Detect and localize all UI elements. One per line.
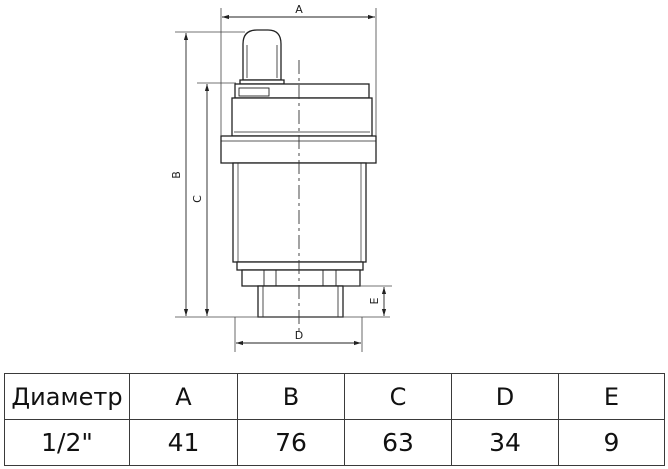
hex-nut — [241, 269, 361, 287]
dimension-b-label: B — [170, 171, 183, 179]
header-a: A — [129, 373, 238, 420]
bottom-ring — [236, 261, 364, 271]
cell-c: 63 — [344, 419, 452, 466]
table-row: 1/2" 41 76 63 34 9 — [4, 419, 665, 466]
cell-e: 9 — [558, 419, 665, 466]
header-e: E — [558, 373, 665, 420]
cell-a: 41 — [129, 419, 238, 466]
valve-cap — [242, 29, 282, 81]
table-header-row: Диаметр A B C D E — [4, 373, 665, 420]
header-d: D — [451, 373, 559, 420]
valve-head — [231, 97, 373, 137]
dimension-a-label: A — [295, 3, 303, 16]
dimension-e-label: E — [368, 297, 381, 304]
header-b: B — [237, 373, 345, 420]
cell-b: 76 — [237, 419, 345, 466]
valve-flange — [220, 135, 377, 164]
thread-connector — [257, 285, 344, 318]
valve-drawing: A B C D E — [170, 3, 392, 352]
header-c: C — [344, 373, 452, 420]
dimensions-table: Диаметр A B C D E 1/2" 41 76 63 34 9 — [4, 373, 665, 466]
cell-d: 34 — [451, 419, 559, 466]
valve-body — [220, 29, 377, 318]
header-diameter: Диаметр — [4, 373, 130, 420]
valve-cylinder — [232, 162, 367, 263]
cell-diameter: 1/2" — [4, 419, 130, 466]
dimension-c-label: C — [191, 195, 204, 203]
dimension-d-label: D — [295, 329, 303, 342]
